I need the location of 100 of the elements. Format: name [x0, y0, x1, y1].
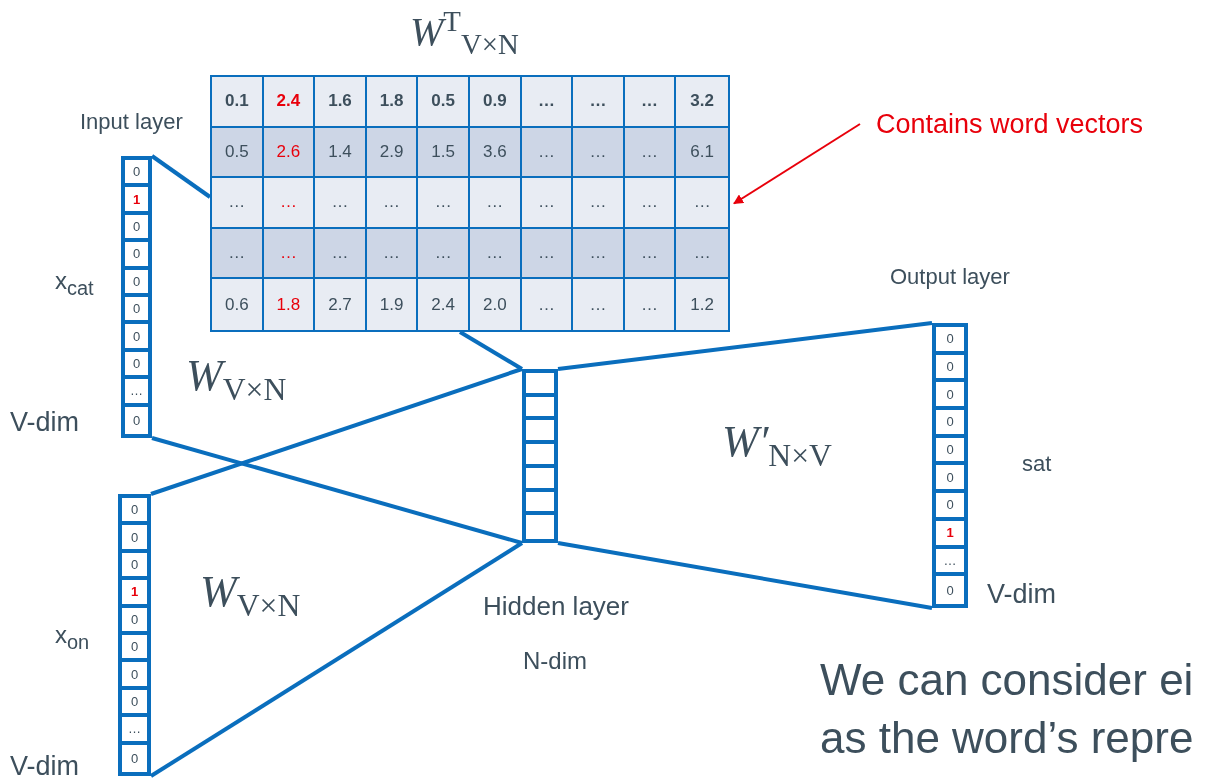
- matrix-value: …: [470, 178, 522, 229]
- matrix-value: 2.6: [263, 127, 316, 179]
- matrix-value: 0.1: [212, 77, 264, 128]
- matrix-value: …: [676, 228, 728, 280]
- vector-value: 0: [125, 160, 148, 188]
- vector-value: 1: [936, 520, 964, 549]
- one-hot-vector: [932, 323, 968, 608]
- connection-lines: [557, 321, 933, 371]
- matrix-value: …: [366, 228, 419, 280]
- vector-value: 1: [125, 187, 148, 215]
- matrix-value: 1.4: [315, 127, 367, 179]
- matrix-value: …: [573, 127, 625, 179]
- layer-label: Output layer: [890, 265, 1010, 290]
- layer-label: x$_{on}$: [55, 622, 90, 653]
- vector-value: 0: [125, 324, 148, 352]
- vector-value: 0: [936, 437, 964, 466]
- matrix-value: …: [315, 228, 367, 280]
- layer-label: x$_{cat}$: [55, 268, 94, 299]
- hidden-layer-vector: [522, 369, 558, 543]
- matrix-value: 2.7: [315, 279, 367, 330]
- matrix-value: …: [263, 178, 316, 229]
- matrix-value: 2.9: [366, 127, 419, 179]
- vector-value: 0: [129, 749, 140, 768]
- matrix-value: 6.1: [676, 127, 728, 179]
- matrix-value: 2.4: [418, 279, 470, 330]
- matrix-value: …: [573, 178, 625, 229]
- matrix-value: …: [212, 178, 264, 229]
- matrix-value: …: [521, 228, 574, 280]
- arrow: [733, 123, 861, 205]
- matrix-value: …: [212, 228, 264, 280]
- vector-value: 0: [122, 525, 147, 553]
- matrix-value: …: [573, 77, 625, 128]
- matrix-value: 2.0: [470, 279, 522, 330]
- vector-value: 0: [122, 552, 147, 581]
- one-hot-vector: [121, 156, 152, 438]
- matrix-value: …: [470, 228, 522, 280]
- matrix-value: 1.8: [263, 279, 316, 330]
- matrix-value: …: [315, 178, 367, 229]
- vector-value: 0: [131, 411, 142, 430]
- layer-label: N-dim: [523, 648, 587, 675]
- vector-value: 0: [936, 354, 964, 383]
- layer-label: sat: [1022, 452, 1052, 477]
- matrix-value: 3.6: [470, 127, 522, 179]
- matrix-value: …: [263, 228, 316, 280]
- connection-lines: [458, 330, 524, 371]
- connection-lines: [150, 367, 523, 496]
- matrix-value: 1.2: [676, 279, 728, 330]
- weight-matrix-label: W$_{V×N}$: [186, 352, 287, 408]
- weight-matrix-label: W′$_{N×V}$: [722, 418, 832, 474]
- matrix-value: …: [573, 279, 625, 330]
- vector-value: …: [936, 548, 964, 577]
- vector-value: 0: [125, 214, 148, 243]
- layer-label: V-dim: [10, 752, 80, 781]
- matrix-value: …: [624, 178, 677, 229]
- vector-value: 0: [936, 465, 964, 494]
- vector-value: 0: [125, 269, 148, 297]
- matrix-value: 0.5: [418, 77, 470, 128]
- vector-value: …: [122, 717, 147, 745]
- connection-lines: [149, 541, 524, 778]
- annotation-text: Contains word vectors: [876, 104, 1144, 144]
- matrix-value: …: [573, 228, 625, 280]
- connection-lines: [557, 541, 933, 610]
- matrix-value: …: [521, 127, 574, 179]
- vector-value: 0: [125, 296, 148, 325]
- matrix-value: 3.2: [676, 77, 728, 128]
- vector-value: 0: [122, 498, 147, 526]
- matrix-value: 0.6: [212, 279, 264, 330]
- matrix-value: 1.6: [315, 77, 367, 128]
- matrix-value: …: [418, 178, 470, 229]
- vector-value: 0: [122, 662, 147, 690]
- matrix-value: 1.8: [366, 77, 419, 128]
- matrix-value: …: [418, 228, 470, 280]
- matrix-value: …: [521, 178, 574, 229]
- matrix-value: …: [676, 178, 728, 229]
- matrix-value: 2.4: [263, 77, 316, 128]
- note-text: We can consider ei: [820, 656, 1194, 705]
- matrix-value: …: [624, 127, 677, 179]
- vector-value: 1: [122, 580, 147, 608]
- vector-value: 0: [936, 382, 964, 411]
- layer-label: Input layer: [80, 110, 183, 135]
- vector-value: 0: [122, 634, 147, 663]
- layer-label: V-dim: [10, 408, 80, 438]
- vector-value: 0: [936, 327, 964, 355]
- layer-label: Hidden layer: [483, 592, 629, 621]
- matrix-value: 1.9: [366, 279, 419, 330]
- matrix-value: …: [624, 77, 677, 128]
- weight-matrix-label: W$_{V×N}$: [200, 568, 301, 624]
- vector-value: 0: [936, 493, 964, 521]
- matrix-value: …: [624, 279, 677, 330]
- vector-value: 0: [122, 607, 147, 635]
- vector-value: 0: [125, 351, 148, 380]
- connection-lines: [150, 154, 212, 199]
- matrix-value: 1.5: [418, 127, 470, 179]
- vector-value: 0: [936, 410, 964, 438]
- matrix-value: …: [366, 178, 419, 229]
- one-hot-vector: [118, 494, 151, 776]
- vector-value: 0: [122, 689, 147, 718]
- vector-value: 0: [945, 581, 955, 600]
- vector-value: 0: [125, 242, 148, 270]
- vector-value: …: [125, 379, 148, 407]
